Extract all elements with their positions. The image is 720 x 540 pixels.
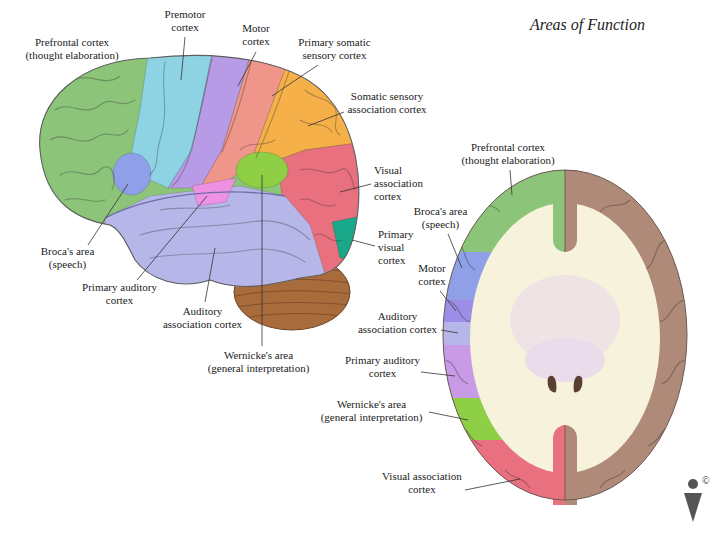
sulcus bbox=[448, 300, 470, 322]
central-sulcus bbox=[172, 58, 212, 186]
logo bbox=[684, 479, 702, 522]
leader-line bbox=[272, 65, 318, 96]
leader-line bbox=[352, 240, 375, 246]
sulcus bbox=[600, 200, 630, 212]
midline-cortex bbox=[565, 170, 577, 252]
leader-lines bbox=[88, 37, 520, 490]
region-label: Auditory association cortex bbox=[160, 305, 245, 331]
axial-section bbox=[400, 150, 687, 520]
ventricle bbox=[574, 376, 583, 393]
region-label: Broca's area (speech) bbox=[408, 205, 473, 231]
region-label: Visual association cortex bbox=[374, 164, 434, 203]
logo-dot bbox=[688, 479, 698, 489]
leader-line bbox=[440, 291, 456, 311]
sulcus bbox=[300, 169, 355, 190]
leader-line bbox=[441, 330, 458, 333]
sulcus bbox=[662, 360, 684, 384]
leader-line bbox=[205, 248, 215, 302]
temporal-sulcus bbox=[140, 221, 310, 240]
region-label: © bbox=[702, 474, 716, 487]
region-label: Visual association cortex bbox=[382, 470, 462, 496]
sulcus bbox=[160, 205, 230, 210]
leader-line bbox=[465, 479, 520, 490]
diagram-title: Areas of Function bbox=[530, 16, 645, 34]
sulcus bbox=[660, 300, 684, 322]
primary-visual-region bbox=[332, 212, 380, 262]
sulcus bbox=[300, 120, 332, 132]
sulcus bbox=[458, 425, 482, 446]
region-label: Wernicke's area (general interpretation) bbox=[318, 398, 425, 424]
gyri bbox=[50, 58, 355, 262]
leader-line bbox=[510, 170, 512, 195]
folium bbox=[244, 314, 344, 318]
region-label: Prefrontal cortex (thought elaboration) bbox=[22, 36, 122, 62]
leader-line bbox=[137, 196, 207, 280]
leader-line bbox=[448, 234, 462, 268]
sulcus bbox=[305, 90, 340, 135]
leader-line bbox=[238, 52, 256, 86]
sulcus bbox=[300, 199, 335, 206]
midline-fissure bbox=[565, 425, 566, 500]
region-label: Primary auditory cortex bbox=[82, 281, 157, 307]
folium bbox=[238, 303, 350, 307]
sulcus bbox=[50, 130, 128, 141]
midline-prefrontal bbox=[553, 170, 565, 252]
sulcus bbox=[75, 76, 120, 81]
sulcus bbox=[222, 58, 252, 152]
midline-visual bbox=[553, 425, 565, 505]
deep-structure bbox=[525, 338, 605, 382]
leader-line bbox=[88, 184, 128, 245]
sulcus bbox=[505, 470, 530, 488]
region-label: Primary auditory cortex bbox=[345, 354, 420, 380]
ventricle bbox=[548, 376, 557, 393]
sulcus bbox=[600, 470, 625, 488]
leader-line bbox=[181, 37, 185, 80]
lateral-fissure bbox=[105, 192, 285, 218]
broca-region bbox=[113, 153, 151, 195]
sulcus bbox=[240, 140, 275, 150]
sulcus bbox=[446, 360, 468, 384]
leader-line bbox=[421, 372, 455, 376]
lateral-brain bbox=[40, 40, 380, 300]
sulcus bbox=[60, 167, 114, 190]
sulcus bbox=[150, 62, 165, 175]
region-label: Primary visual cortex bbox=[378, 228, 423, 267]
sulcus bbox=[645, 240, 665, 270]
sulcus bbox=[65, 199, 105, 202]
region-label: Auditory association cortex bbox=[355, 310, 440, 336]
region-label: Somatic sensory association cortex bbox=[342, 90, 432, 116]
region-label: Motor cortex bbox=[236, 22, 276, 48]
region-label: Prefrontal cortex (thought elaboration) bbox=[458, 141, 558, 167]
folium bbox=[236, 291, 352, 296]
logo-stem bbox=[684, 493, 702, 522]
region-label: Wernicke's area (general interpretation) bbox=[205, 349, 312, 375]
midline-cortex bbox=[565, 425, 577, 505]
sulcus bbox=[315, 234, 342, 241]
leader-line bbox=[262, 175, 263, 346]
leader-line bbox=[429, 412, 468, 420]
midline-fissure bbox=[565, 170, 566, 252]
region-label: Broca's area (speech) bbox=[35, 245, 100, 271]
temporal-sulcus bbox=[150, 249, 305, 262]
region-label: Primary somatic sensory cortex bbox=[292, 36, 377, 62]
section-outline bbox=[443, 170, 687, 500]
sulcus bbox=[55, 100, 135, 110]
region-label: Motor cortex bbox=[412, 262, 452, 288]
sulcus bbox=[648, 425, 672, 446]
leader-line bbox=[340, 184, 371, 192]
leader-line bbox=[308, 112, 344, 126]
region-label: Premotor cortex bbox=[160, 8, 210, 34]
